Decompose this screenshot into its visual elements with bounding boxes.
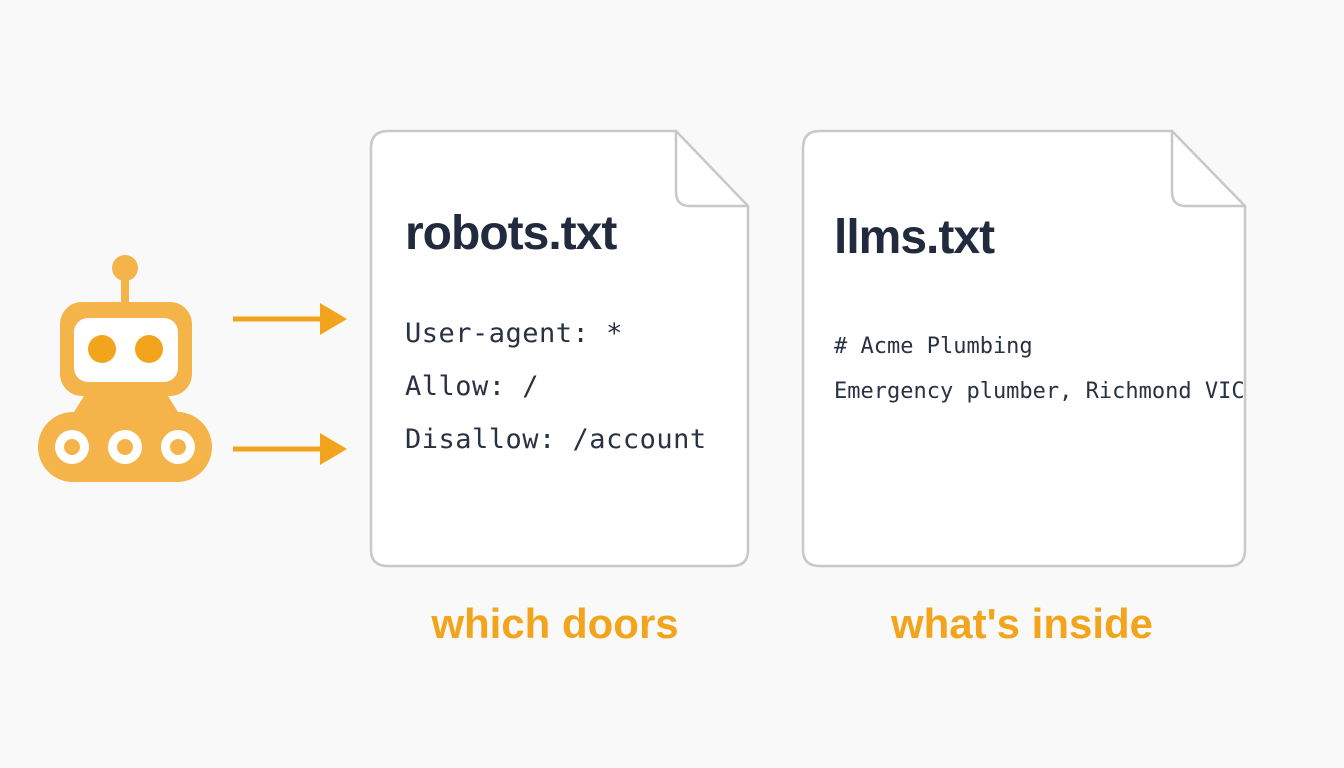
robot-eye-left bbox=[88, 335, 116, 363]
robot-icon bbox=[38, 255, 212, 482]
robot-wheel-2-hub bbox=[117, 439, 133, 455]
llms-line-heading: # Acme Plumbing bbox=[834, 334, 1033, 359]
llms-doc-page bbox=[801, 129, 1247, 568]
llms-doc-title: llms.txt bbox=[834, 211, 995, 264]
llms-line-description: Emergency plumber, Richmond VIC bbox=[834, 379, 1245, 404]
robot-antenna-stem bbox=[121, 276, 129, 306]
robot-face bbox=[74, 318, 178, 382]
llms-caption: what's inside bbox=[890, 600, 1154, 647]
robots-line-user-agent: User-agent: * bbox=[405, 318, 623, 349]
robot-antenna-tip bbox=[112, 255, 138, 281]
robots-doc-fold bbox=[674, 131, 748, 208]
llms-doc-fold bbox=[1170, 131, 1245, 208]
robots-line-allow: Allow: / bbox=[405, 371, 540, 402]
right-arrow-icon bbox=[233, 303, 347, 465]
robot-neck bbox=[74, 396, 178, 412]
robots-doc-title: robots.txt bbox=[405, 207, 617, 260]
robots-doc-page bbox=[369, 129, 750, 568]
robots-line-disallow: Disallow: /account bbox=[405, 424, 707, 455]
robot-wheel-1-hub bbox=[64, 439, 80, 455]
robot-eye-right bbox=[135, 335, 163, 363]
arrow-top-head bbox=[320, 303, 347, 335]
robots-doc-shape bbox=[369, 129, 750, 568]
robots-caption: which doors bbox=[431, 600, 679, 647]
arrow-bottom-head bbox=[320, 433, 347, 465]
llms-doc-shape bbox=[801, 129, 1247, 568]
robot-wheel-3-hub bbox=[170, 439, 186, 455]
